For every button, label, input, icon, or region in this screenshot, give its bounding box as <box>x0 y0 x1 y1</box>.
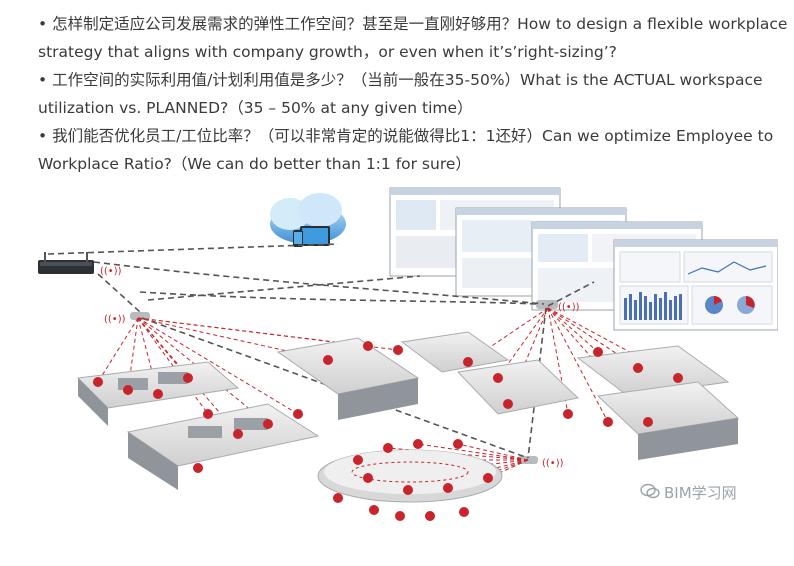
desk-cluster-center-left <box>126 403 320 490</box>
description-text: • 怎样制定适应公司发展需求的弹性工作空间？甚至是一直刚好够用？How to d… <box>38 10 788 178</box>
desk-cluster-center <box>276 331 510 420</box>
bullet-1-line-1: • 怎样制定适应公司发展需求的弹性工作空间？甚至是一直刚好够用？How to d… <box>38 15 788 33</box>
desk-cluster-right <box>456 345 740 460</box>
wireless-hub-bottom: ((•)) <box>518 456 564 469</box>
svg-text:((•)): ((•)) <box>104 314 126 325</box>
bullet-3-line-2: Workplace Ratio?（We can do better than 1… <box>38 155 471 173</box>
wechat-icon <box>640 483 660 503</box>
wireless-hub-right: ((•)) <box>536 300 580 313</box>
svg-text:((•)): ((•)) <box>542 458 564 469</box>
svg-text:((•)): ((•)) <box>558 302 580 313</box>
watermark-text: BIM学习网 <box>664 484 737 502</box>
workplace-sensor-illustration: ((•)) ((•)) ((•)) ((•)) <box>38 187 778 521</box>
office-chairs <box>93 341 683 521</box>
wireless-hub-left: ((•)) <box>104 312 150 325</box>
gateway-device <box>38 252 94 274</box>
bullet-2-line-1: • 工作空间的实际利用值/计划利用值是多少？（当前一般在35-50%）What … <box>38 71 763 89</box>
watermark: BIM学习网 <box>640 482 737 503</box>
desk-cluster-left <box>76 361 240 426</box>
gateway-signal-icon: ((•)) <box>100 266 122 277</box>
bullet-3-line-1: • 我们能否优化员工/工位比率？（可以非常肯定的说能做得比1：1还好）Can w… <box>38 127 774 145</box>
cloud-icon <box>270 193 346 247</box>
dashboard-screens <box>389 187 778 331</box>
conference-table <box>317 449 503 503</box>
bullet-2-line-2: utilization vs. PLANNED?（35 – 50% at any… <box>38 99 473 117</box>
bullet-1-line-2: strategy that aligns with company growth… <box>38 43 617 61</box>
